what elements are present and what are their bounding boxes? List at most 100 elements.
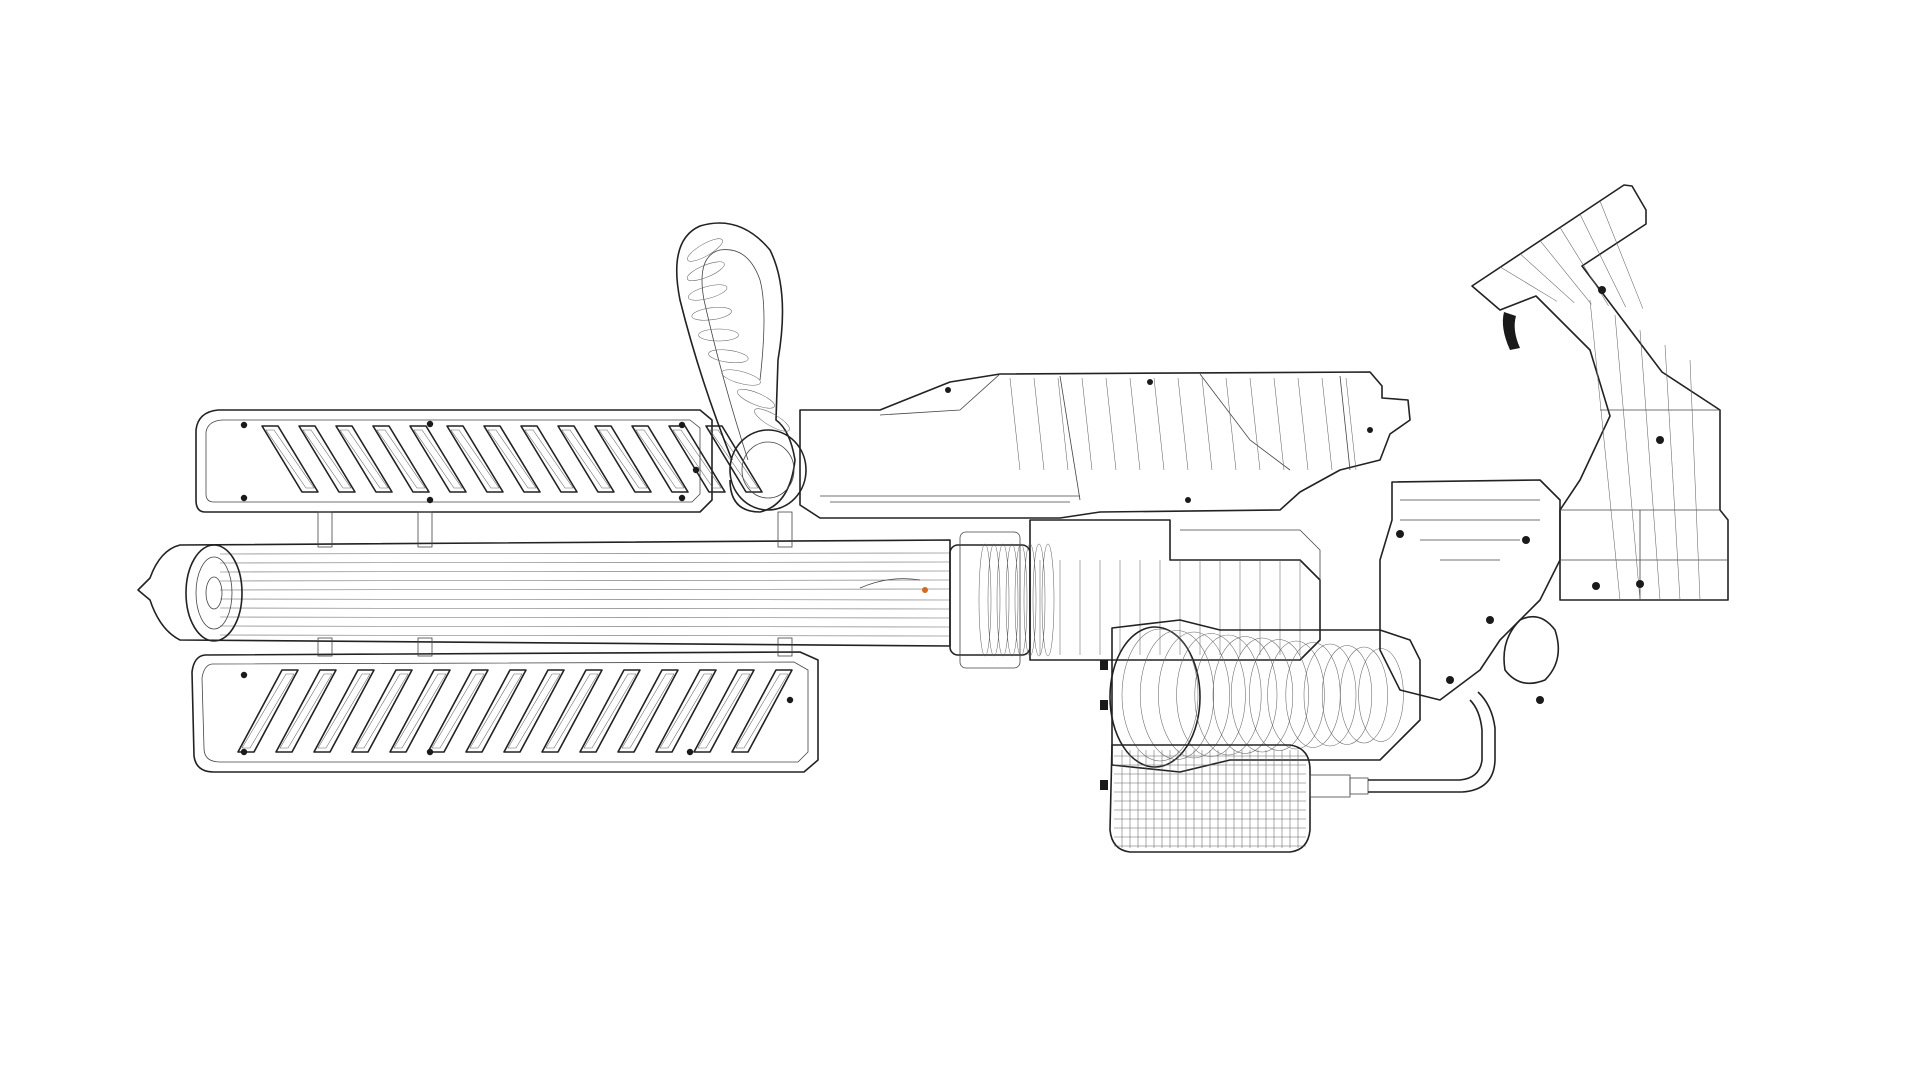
coupling-wire-lines: [978, 543, 1055, 657]
upper-vent-slots: [261, 425, 763, 493]
grip-line: [1614, 314, 1641, 601]
vent-slot: [693, 669, 755, 753]
vent-slot: [313, 669, 375, 753]
bolt-icon: [1486, 616, 1494, 624]
coupling-ring: [1023, 543, 1037, 657]
vent-slot: [298, 425, 356, 493]
vent-slot-inner: [393, 673, 447, 749]
grip-line: [1539, 240, 1592, 305]
vent-slot: [237, 669, 299, 753]
upper-barrel-shroud: [195, 409, 763, 513]
vent-slot: [655, 669, 717, 753]
receiver-line: [1297, 377, 1309, 471]
indicator-light-icon: [922, 587, 928, 593]
handle-wire-rings: [686, 238, 790, 432]
grip-line: [1579, 214, 1626, 308]
vent-slot: [557, 425, 615, 493]
vent-slot: [541, 669, 603, 753]
grip-line: [1664, 344, 1681, 601]
vent-slot-inner: [317, 673, 371, 749]
vent-slot: [465, 669, 527, 753]
lower-barrel-shroud: [191, 651, 819, 773]
vent-slot: [631, 425, 689, 493]
gearbox-housing: [1029, 519, 1321, 661]
barrel-line: [219, 588, 951, 591]
receiver-line: [1345, 377, 1357, 471]
motor-ring: [1358, 648, 1404, 742]
motor-ring: [1285, 642, 1341, 748]
bolt-icon: [945, 387, 951, 393]
coupling-ring: [1014, 543, 1028, 657]
vent-slot-inner: [507, 673, 561, 749]
vent-slot-inner: [413, 429, 463, 489]
grip-line: [1639, 329, 1661, 601]
vent-slot: [617, 669, 679, 753]
vent-slot-inner: [431, 673, 485, 749]
motor-ring: [1321, 645, 1373, 745]
receiver-line: [1321, 377, 1333, 471]
handle-ring: [698, 328, 739, 342]
center-barrel: [137, 539, 951, 647]
muzzle-ring: [185, 544, 243, 642]
vent-slot: [446, 425, 504, 493]
lower-shroud-bolts: [240, 671, 794, 756]
receiver-line: [1273, 377, 1285, 471]
motor-ring: [1303, 643, 1357, 747]
receiver-bolts: [945, 379, 1373, 503]
trigger: [1502, 312, 1520, 350]
grip-wire-lines: [1499, 201, 1701, 601]
feed-hose: [1368, 691, 1496, 793]
vent-slot-inner: [659, 673, 713, 749]
bolt-icon: [426, 748, 434, 756]
motor-ring: [1230, 637, 1294, 753]
receiver-line: [1009, 377, 1021, 471]
coupling-ring: [1005, 543, 1019, 657]
bolt-icon: [240, 494, 248, 502]
bolt-icon: [1636, 580, 1644, 588]
vent-slot-inner: [672, 429, 722, 489]
upper-shroud-bolts: [240, 420, 700, 504]
barrel-line: [219, 607, 951, 610]
vent-slot: [261, 425, 319, 493]
handle-ring: [754, 408, 790, 432]
coupling-ring: [978, 543, 992, 657]
rear-grip-stock: [1471, 184, 1729, 601]
bolt-icon: [240, 748, 248, 756]
bolt-icon: [786, 696, 794, 704]
barrel-wire-lines: [219, 552, 951, 637]
rear-body-bolts: [1396, 530, 1544, 704]
barrel-line: [219, 561, 951, 564]
handle-ring: [721, 369, 761, 386]
vent-slot-inner: [635, 429, 685, 489]
battery-pack: [1109, 744, 1369, 853]
vent-slot-inner: [583, 673, 637, 749]
motor-wire-lines: [1121, 628, 1404, 762]
vent-slot: [483, 425, 541, 493]
motor-ring: [1212, 636, 1278, 754]
grip-line: [1589, 299, 1621, 601]
motor-ring: [1121, 628, 1199, 762]
vent-slot-inner: [561, 429, 611, 489]
receiver-line: [1081, 377, 1093, 471]
motor-ring: [1267, 640, 1325, 750]
barrel-line: [219, 598, 951, 601]
vent-slot-inner: [697, 673, 751, 749]
bolt-icon: [686, 748, 694, 756]
bolt-icon: [1656, 436, 1664, 444]
vent-slot: [594, 425, 652, 493]
motor-ring: [1158, 631, 1230, 759]
handle-ring: [687, 238, 723, 262]
rear-body: [1379, 479, 1561, 704]
bolt-icon: [240, 671, 248, 679]
side-connectors: [1100, 660, 1108, 790]
vent-slot-inner: [598, 429, 648, 489]
bolt-icon: [1185, 497, 1191, 503]
vent-slot: [409, 425, 467, 493]
bolt-icon: [1367, 427, 1373, 433]
vent-slot-inner: [487, 429, 537, 489]
bolt-icon: [678, 421, 686, 429]
vent-slot: [705, 425, 763, 493]
handle-ring: [686, 261, 725, 281]
vent-slot: [427, 669, 489, 753]
